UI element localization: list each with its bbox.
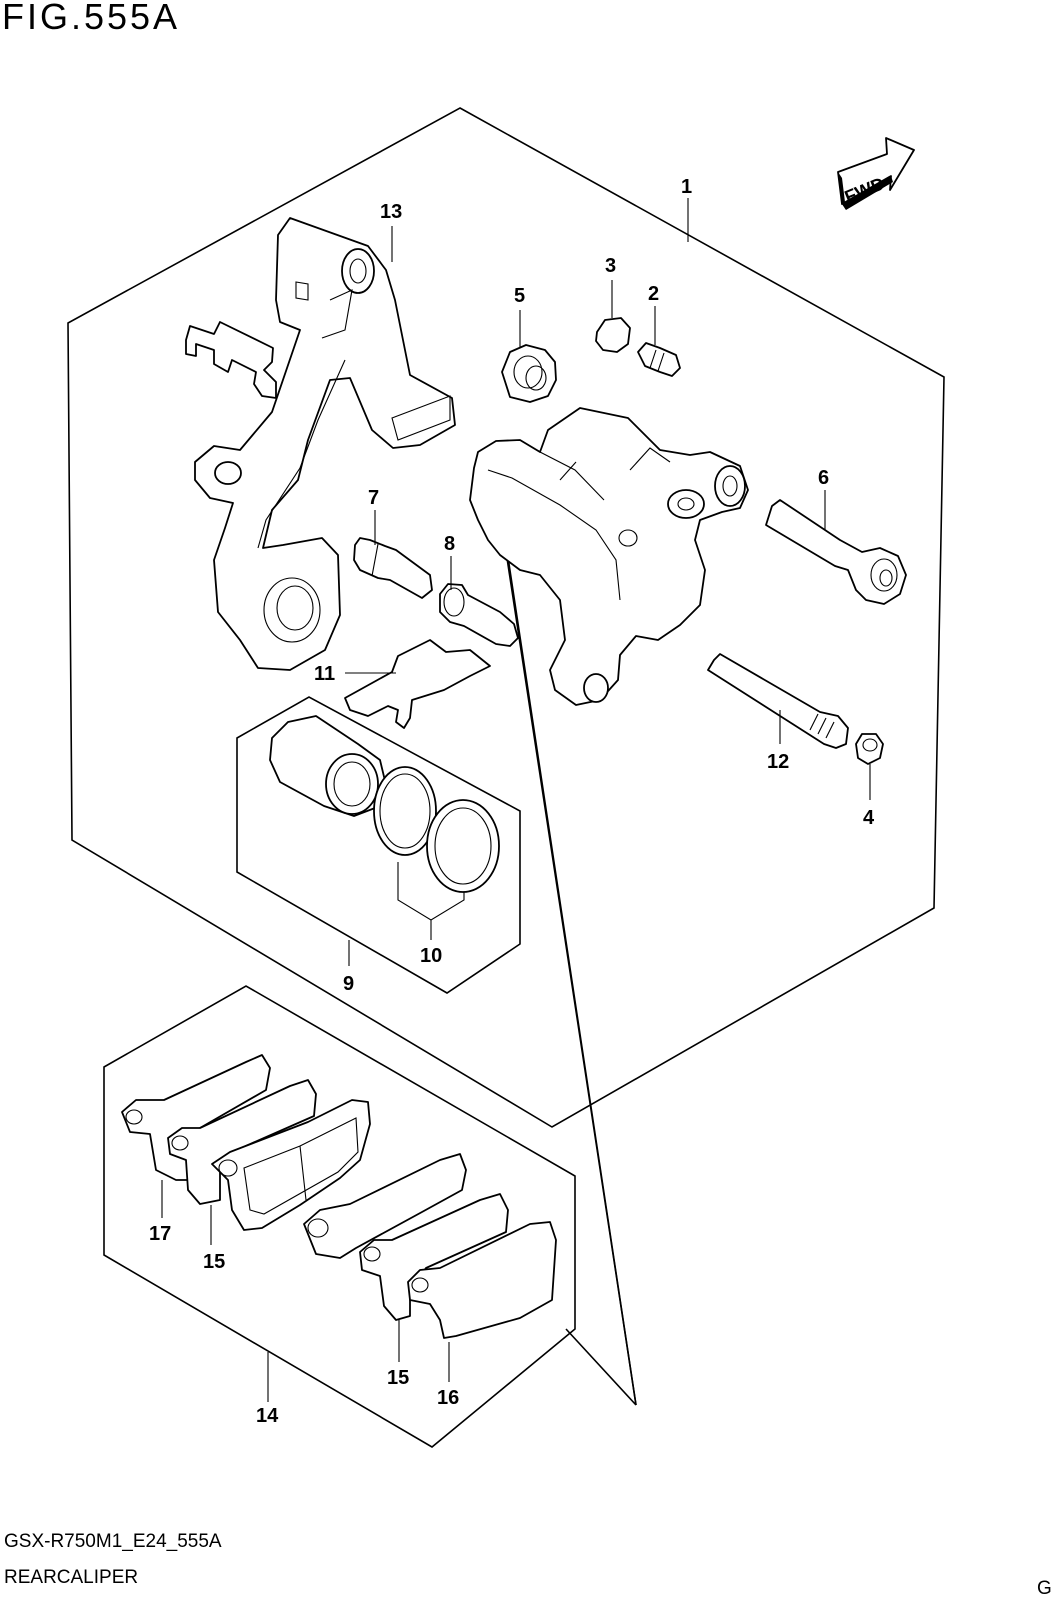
bolt-7 <box>353 537 433 599</box>
pad-shim-16 <box>407 1221 557 1339</box>
plug-4 <box>855 733 884 765</box>
callout-9: 9 <box>343 973 354 995</box>
callout-15-upper: 15 <box>203 1251 225 1273</box>
assembly-outline-pad-set <box>103 985 576 1448</box>
assembly-outline-caliper <box>67 107 945 1128</box>
pin-12 <box>707 653 849 749</box>
caliper-bracket-13 <box>194 217 456 671</box>
figure-title: FIG.555A <box>2 0 181 37</box>
section-name-footer: REARCALIPER <box>4 1567 139 1588</box>
callout-labels: 1 2 3 4 5 6 7 8 9 10 11 12 13 14 15 15 1… <box>149 176 875 1427</box>
callout-15-lower: 15 <box>387 1367 409 1389</box>
callout-1: 1 <box>681 176 692 198</box>
piston-seals-10 <box>373 766 500 893</box>
brake-pad-upper <box>211 1099 371 1231</box>
guide-line-right <box>505 543 637 1406</box>
caliper-body-1 <box>469 407 749 706</box>
callout-6: 6 <box>818 467 829 489</box>
callout-8: 8 <box>444 533 455 555</box>
slide-pin-6 <box>765 499 907 605</box>
callout-11: 11 <box>314 663 335 685</box>
callout-10: 10 <box>420 945 442 967</box>
pin-8 <box>439 583 519 647</box>
corner-letter: G <box>1037 1578 1051 1599</box>
brake-pad-lower <box>303 1153 467 1259</box>
callout-5: 5 <box>514 285 525 307</box>
pad-retainer-clip <box>185 321 277 399</box>
pad-shim-15-lower <box>359 1193 509 1321</box>
leader-lines <box>161 198 871 1402</box>
bleeder-valve-2 <box>637 342 681 377</box>
assembly-outline-piston-kit <box>236 696 521 994</box>
callout-12: 12 <box>767 751 789 773</box>
fwd-arrow-badge: FWD <box>837 137 915 210</box>
model-code-footer: GSX-R750M1_E24_555A <box>4 1531 222 1552</box>
pad-spring-11 <box>344 639 491 729</box>
guide-line-pad <box>565 1328 637 1406</box>
callout-14: 14 <box>256 1405 279 1427</box>
piston-9 <box>269 715 387 817</box>
callout-17: 17 <box>149 1223 171 1245</box>
callout-2: 2 <box>648 283 659 305</box>
callout-16: 16 <box>437 1387 459 1409</box>
callout-4: 4 <box>863 807 875 829</box>
callout-3: 3 <box>605 255 616 277</box>
cap-3 <box>595 317 631 353</box>
callout-13: 13 <box>380 201 402 223</box>
callout-7: 7 <box>368 487 379 509</box>
dust-cap-5 <box>501 344 557 403</box>
